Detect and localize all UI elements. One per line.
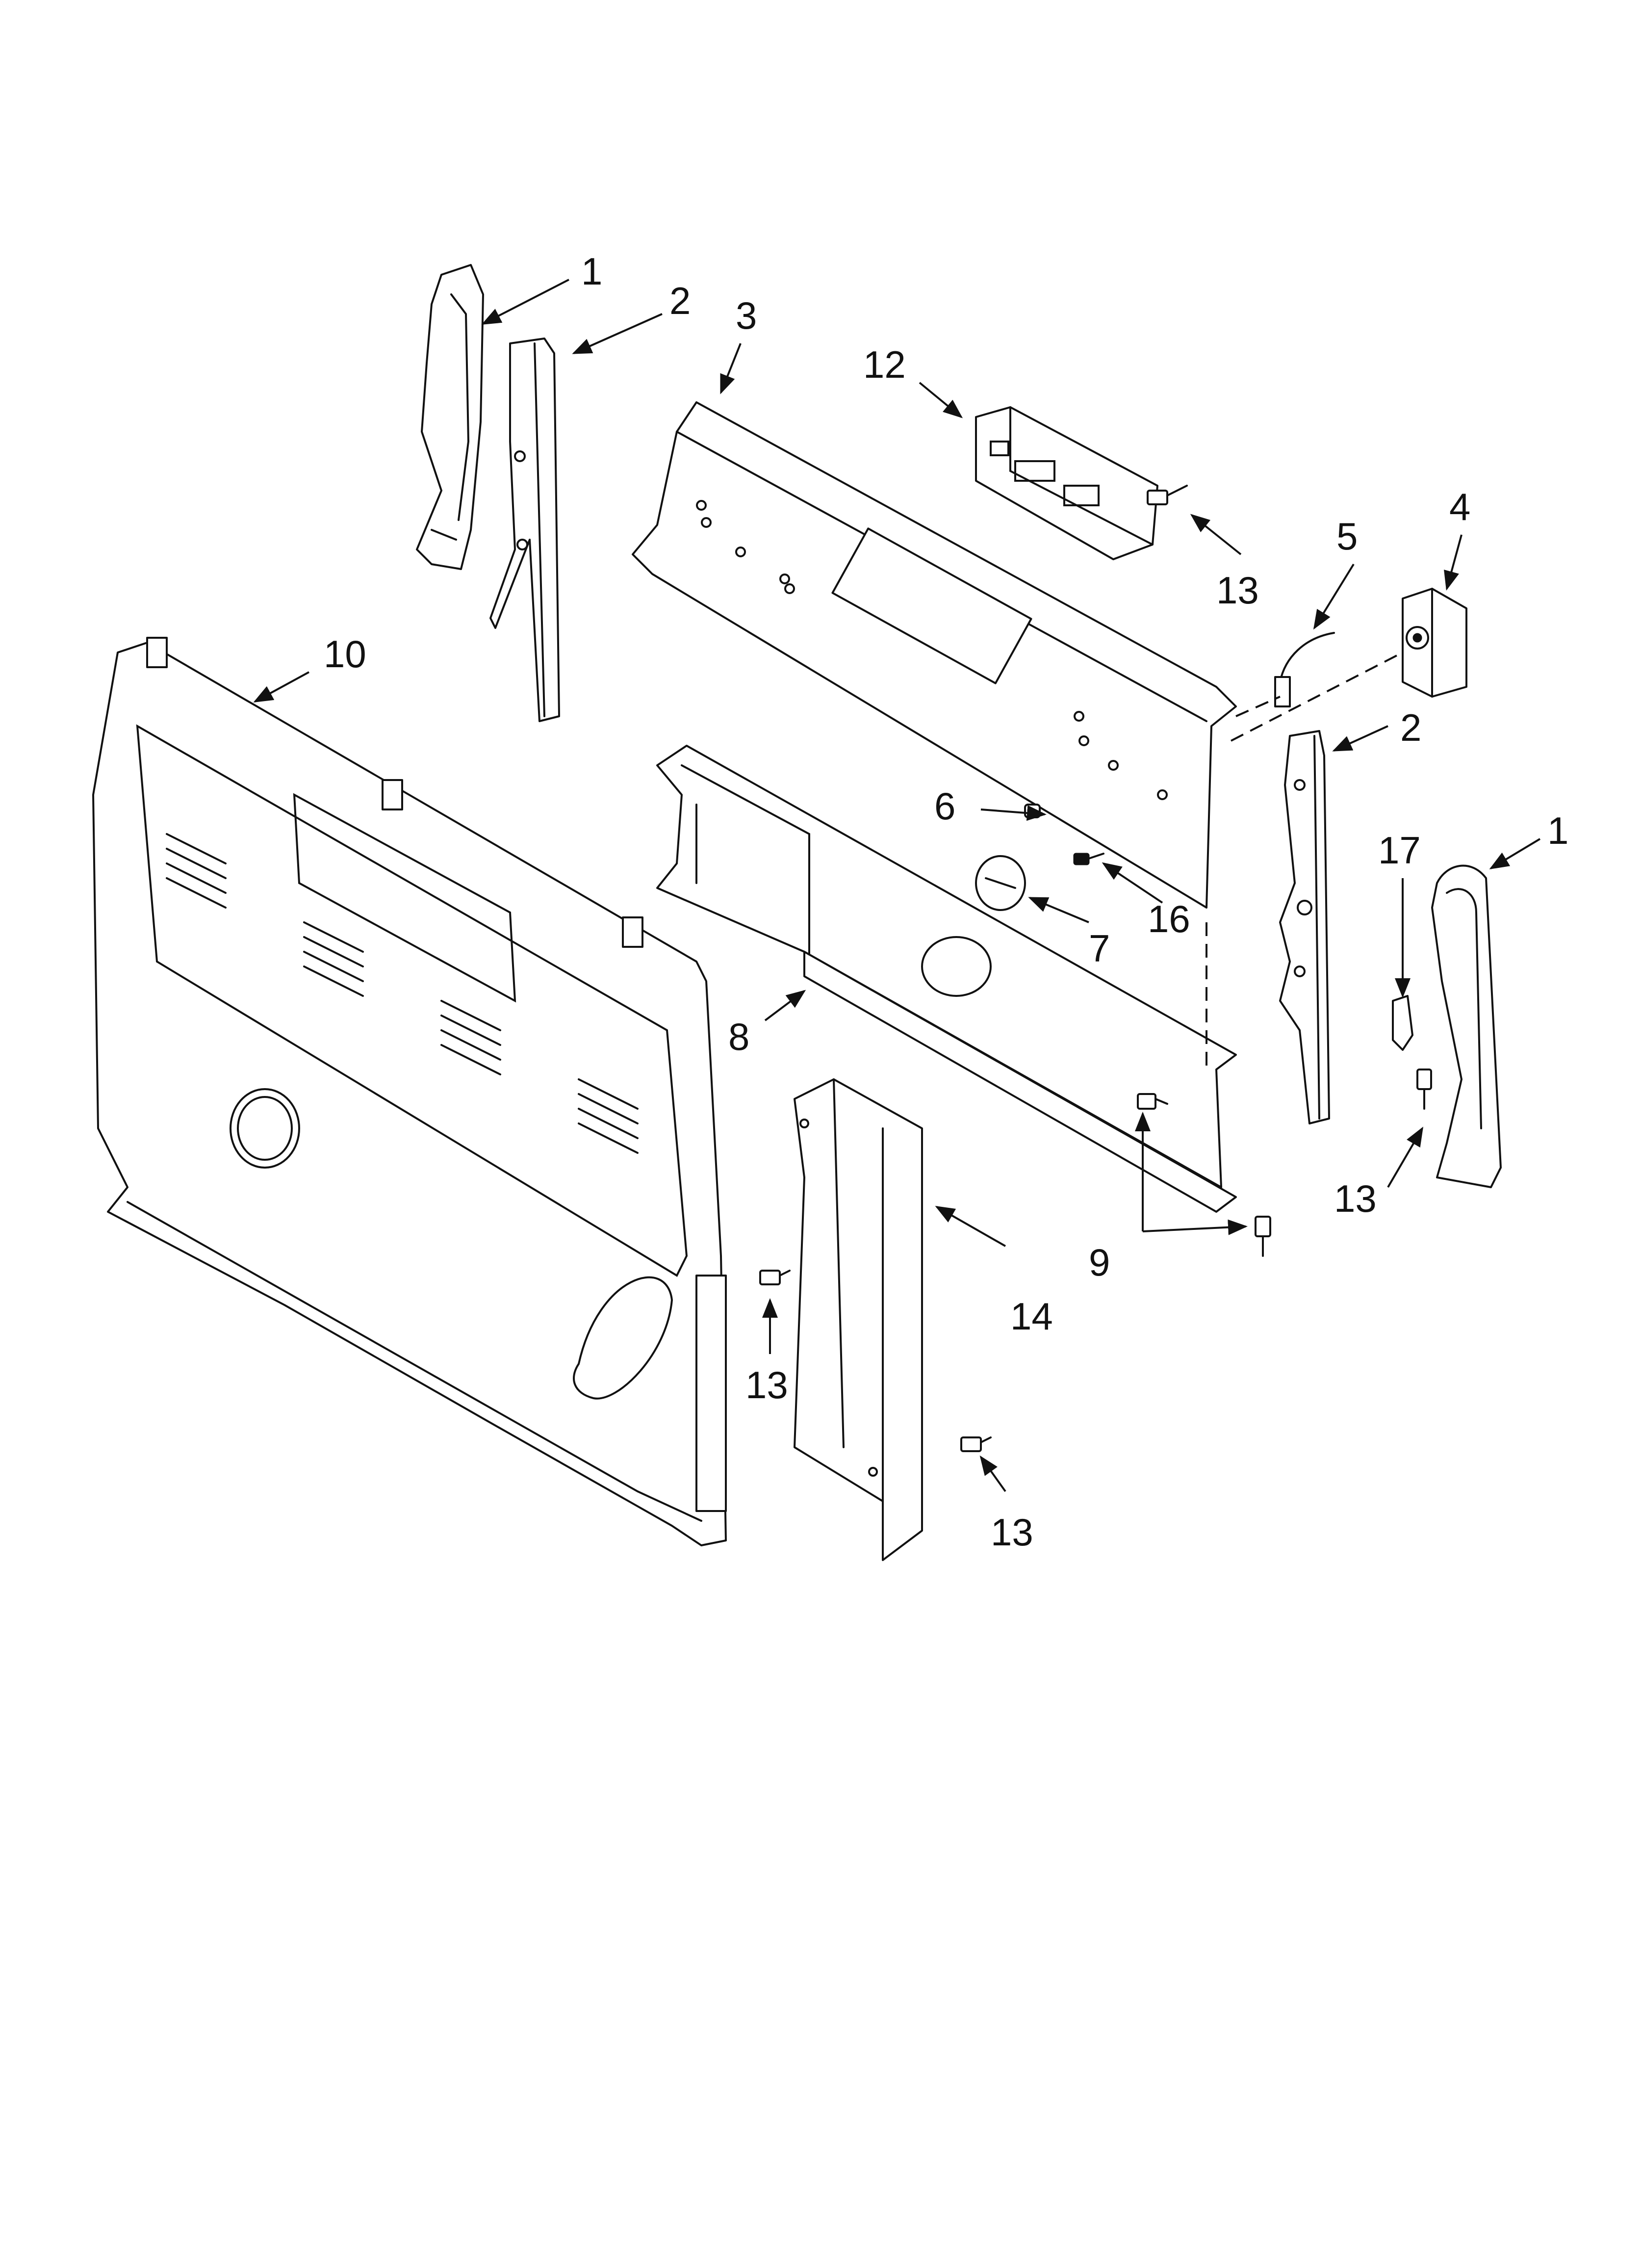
alignment-line-switch [1231, 652, 1403, 742]
callout-7: 7 [1089, 927, 1110, 970]
part-1-right-side-trim [1431, 864, 1502, 1188]
part-4-switch [1402, 588, 1467, 698]
callout-1-left: 1 [581, 250, 602, 293]
part-2-left-bracket [489, 338, 560, 722]
callout-13-lower: 13 [991, 1511, 1033, 1554]
part-1-left-side-trim [416, 264, 484, 570]
part-12-electronic-control [975, 406, 1158, 560]
callout-2-left: 2 [669, 279, 691, 322]
callout-12: 12 [863, 343, 906, 386]
callout-2-right: 2 [1400, 706, 1421, 749]
callout-17: 17 [1378, 829, 1421, 872]
part-3-control-console [632, 401, 1237, 909]
callout-6: 6 [934, 784, 955, 828]
part-10-rear-panel [92, 637, 727, 1546]
part-13-screw-right [1416, 1069, 1432, 1110]
part-13-screw-upper [1147, 485, 1188, 505]
callout-16: 16 [1148, 897, 1190, 940]
part-14-channel [794, 1078, 923, 1561]
callout-3: 3 [736, 294, 757, 337]
part-2-right-bracket [1279, 730, 1330, 1124]
part-9-screw-b [1255, 1216, 1271, 1257]
part-13-screw-lower-left [759, 1270, 791, 1285]
callout-13-upper: 13 [1216, 569, 1259, 612]
part-13-screw-lower [960, 1436, 992, 1452]
callout-13-right: 13 [1334, 1177, 1377, 1220]
callout-14: 14 [1010, 1295, 1053, 1338]
callout-9: 9 [1089, 1241, 1110, 1284]
callout-8: 8 [728, 1015, 749, 1058]
callout-13-lower-left: 13 [745, 1363, 788, 1407]
part-9-screw-a [1137, 1093, 1168, 1110]
part-8-inner-panel [656, 745, 1237, 1213]
leader-lines [253, 279, 1541, 1492]
callout-4: 4 [1449, 485, 1470, 528]
callout-5: 5 [1336, 515, 1358, 558]
callout-1-right: 1 [1547, 809, 1568, 852]
part-5-wire-harness [1274, 632, 1335, 707]
part-6-plug-button [1024, 804, 1041, 818]
part-7-knob [975, 855, 1026, 911]
part-17-clip [1392, 995, 1413, 1051]
alignment-line-harness [1235, 696, 1281, 717]
part-16-screw [1073, 853, 1104, 865]
callout-10: 10 [324, 632, 366, 676]
